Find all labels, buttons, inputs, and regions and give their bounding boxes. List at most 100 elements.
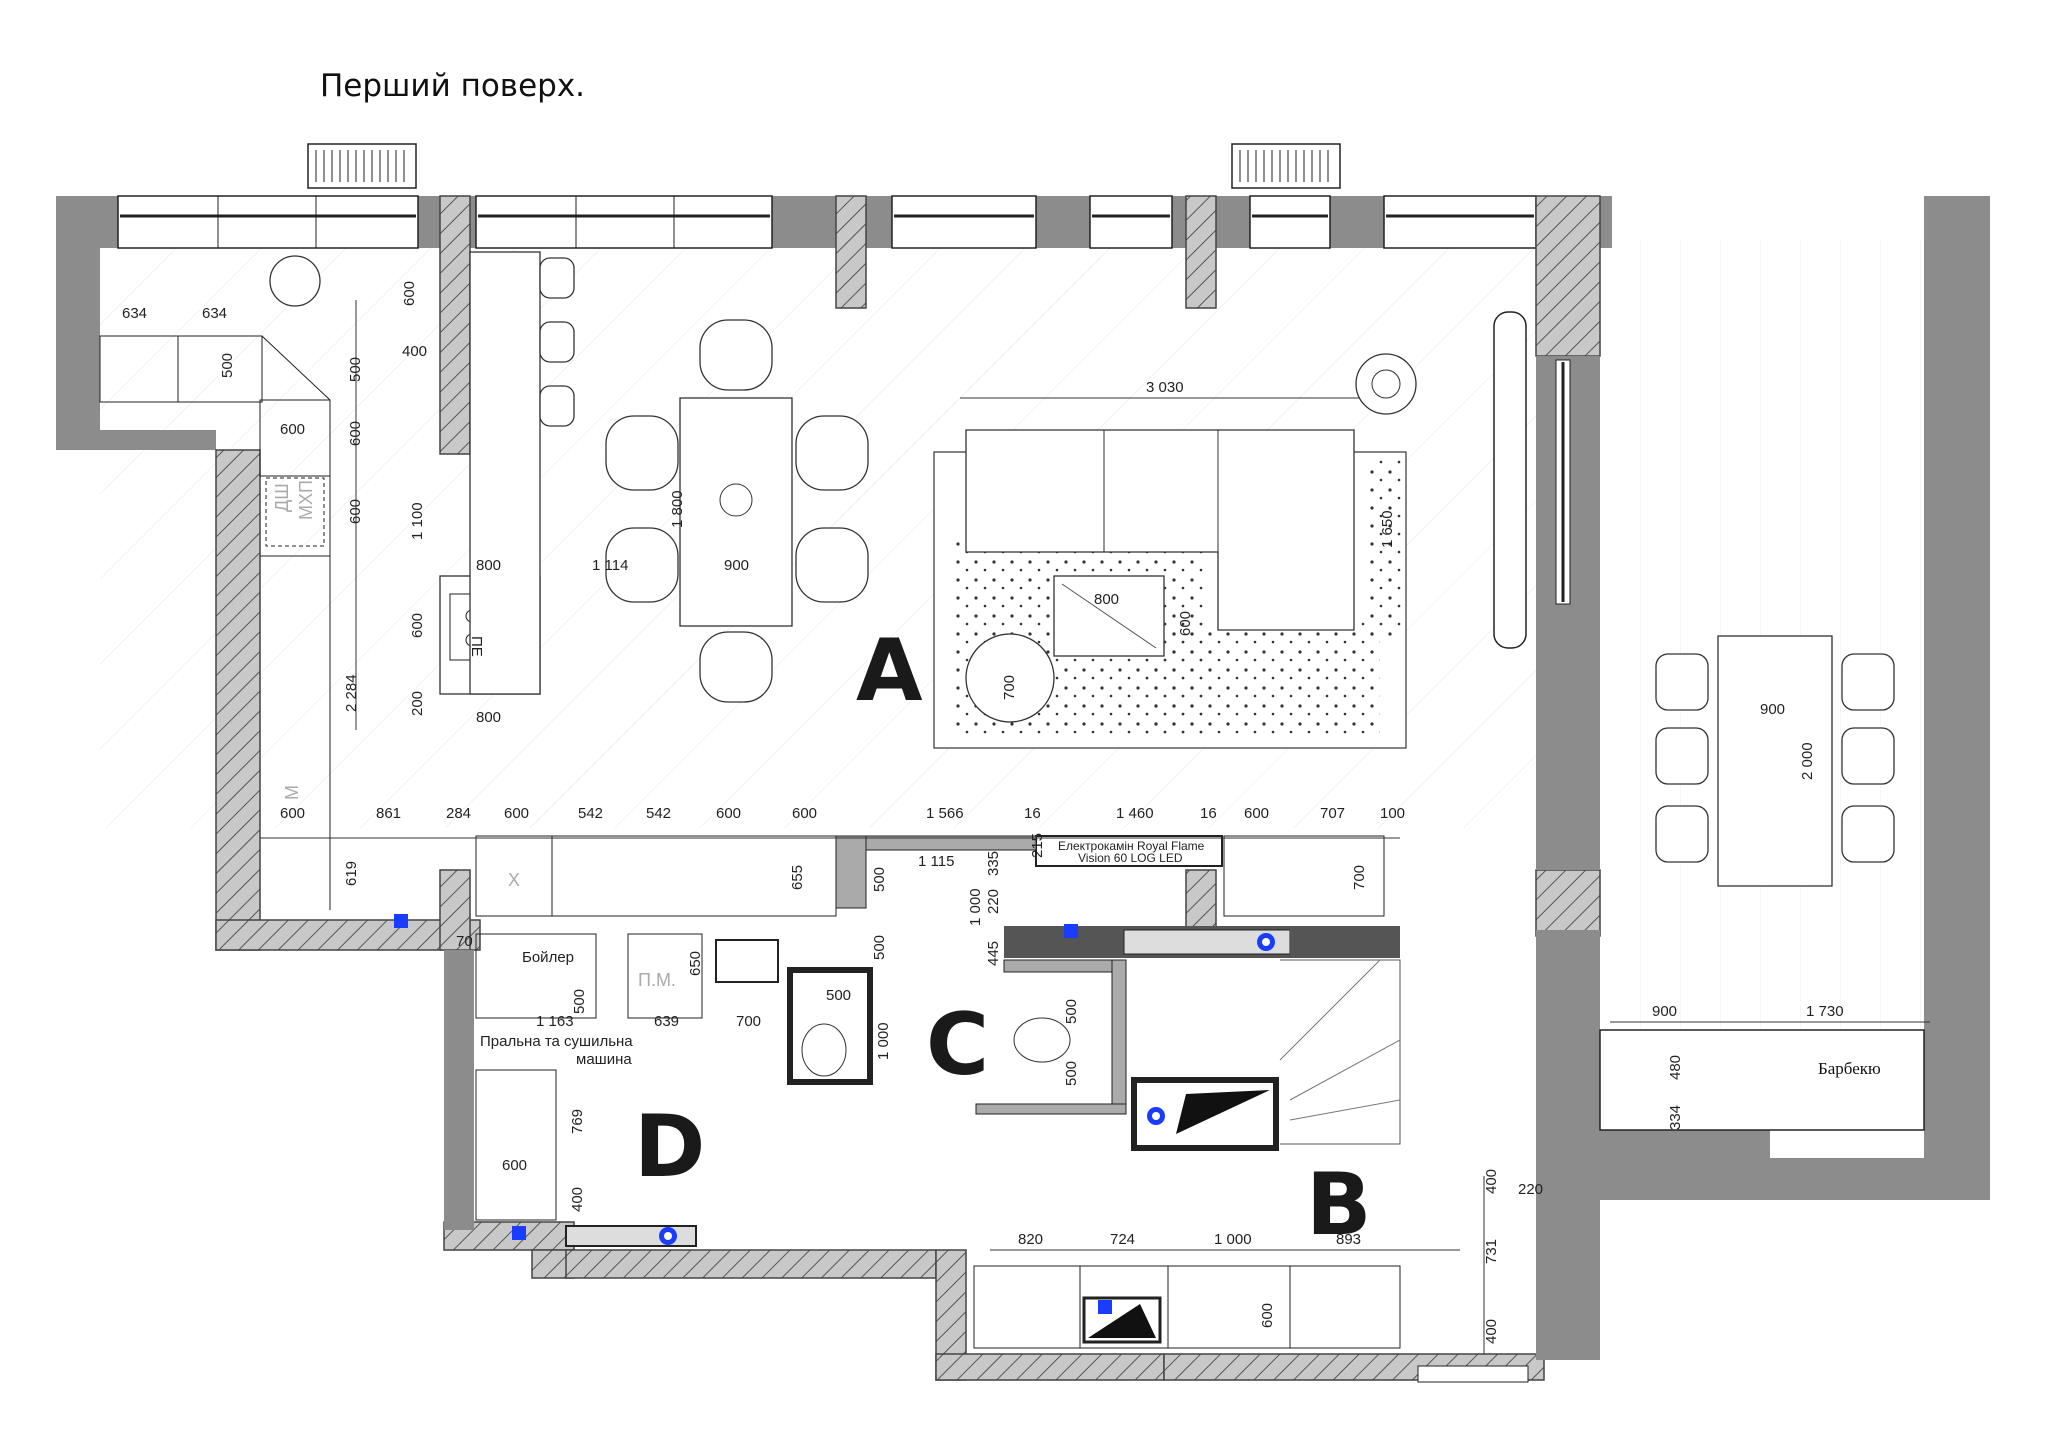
fireplace-label-line1: Електрокамін Royal Flame bbox=[1058, 839, 1205, 853]
dim-label: 600 bbox=[1244, 805, 1269, 822]
dim-label: 731 bbox=[1483, 1239, 1500, 1264]
dim-label: 2 284 bbox=[343, 674, 360, 712]
mkhp-label: МХП bbox=[296, 480, 316, 520]
dim-label: 480 bbox=[1667, 1055, 1684, 1080]
dim-label: 600 bbox=[502, 1157, 527, 1174]
dim-label: 445 bbox=[985, 941, 1002, 966]
fireplace-label-line2: Vision 60 LOG LED bbox=[1078, 851, 1183, 865]
dim-label: 220 bbox=[985, 889, 1002, 914]
dim-label: 400 bbox=[402, 343, 427, 360]
exterior-wall-right bbox=[444, 196, 1990, 1360]
dim-label: 1 000 bbox=[875, 1022, 892, 1060]
dim-label: 619 bbox=[343, 861, 360, 886]
boiler-label: Бойлер bbox=[522, 949, 574, 966]
window-right bbox=[1493, 311, 1571, 649]
dim-label: 335 bbox=[985, 851, 1002, 876]
dim-label: 900 bbox=[1652, 1003, 1677, 1020]
dim-label: 600 bbox=[347, 421, 364, 446]
dim-label: 800 bbox=[476, 557, 501, 574]
dim-label: 600 bbox=[409, 613, 426, 638]
dim-label: 400 bbox=[569, 1187, 586, 1212]
dim-label: 500 bbox=[1063, 1061, 1080, 1086]
bottom-counter bbox=[973, 1265, 1529, 1383]
socket-icon bbox=[394, 914, 1275, 1314]
dim-label: 500 bbox=[826, 987, 851, 1004]
dim-label: 1 566 bbox=[926, 805, 964, 822]
dim-label: 600 bbox=[1177, 611, 1194, 636]
room-label-d: D bbox=[634, 1097, 705, 1197]
dim-label: 700 bbox=[1001, 675, 1018, 700]
stairs bbox=[1131, 959, 1401, 1151]
dim-label: 500 bbox=[871, 867, 888, 892]
dim-label: 70 bbox=[456, 933, 473, 950]
window-row bbox=[117, 143, 1537, 249]
dim-label: 639 bbox=[654, 1013, 679, 1030]
dim-label: 500 bbox=[1063, 999, 1080, 1024]
dim-label: 600 bbox=[792, 805, 817, 822]
dim-label: 1 460 bbox=[1116, 805, 1154, 822]
middle-counter bbox=[475, 835, 1400, 958]
dim-label: 600 bbox=[1259, 1303, 1276, 1328]
room-label-b: B bbox=[1306, 1155, 1372, 1255]
laundry-label-line1: Пральна та сушильна bbox=[480, 1033, 633, 1050]
bbq-label: Барбекю bbox=[1818, 1059, 1881, 1078]
laundry-label-line2: машина bbox=[576, 1051, 632, 1068]
dim-label: 1 163 bbox=[536, 1013, 574, 1030]
dim-label: 1 114 bbox=[592, 557, 628, 574]
dim-label: 400 bbox=[1483, 1169, 1500, 1194]
dim-label: 655 bbox=[789, 865, 806, 890]
dim-label: 220 bbox=[1518, 1181, 1543, 1198]
dim-label: 284 bbox=[446, 805, 471, 822]
dsh-label: ДШ bbox=[272, 483, 292, 512]
living-area bbox=[933, 353, 1417, 749]
dim-label: 700 bbox=[736, 1013, 761, 1030]
dim-label: 3 030 bbox=[1146, 379, 1184, 396]
dim-label: 1 730 bbox=[1806, 1003, 1844, 1020]
x-label: X bbox=[508, 870, 520, 890]
dim-label: 861 bbox=[376, 805, 401, 822]
dim-label: 334 bbox=[1667, 1105, 1684, 1130]
dining-table bbox=[605, 319, 869, 703]
dim-label: 16 bbox=[1024, 805, 1041, 822]
dim-label: 800 bbox=[1094, 591, 1119, 608]
dim-label: 900 bbox=[724, 557, 749, 574]
dim-label: 600 bbox=[280, 421, 305, 438]
dimension-lines bbox=[260, 300, 1930, 1354]
dim-label: 2 000 bbox=[1799, 742, 1816, 780]
dim-label: 1 100 bbox=[409, 502, 426, 540]
dim-label: 650 bbox=[687, 951, 704, 976]
dim-label: 500 bbox=[347, 357, 364, 382]
dim-label: 634 bbox=[122, 305, 147, 322]
dim-label: 600 bbox=[347, 499, 364, 524]
m-label: М bbox=[282, 785, 302, 800]
dim-label: 900 bbox=[1760, 701, 1785, 718]
room-label-a: A bbox=[856, 621, 923, 721]
floor-title: Перший поверх. bbox=[320, 68, 586, 104]
terrace-table bbox=[1655, 635, 1895, 887]
bathroom-c-walls bbox=[787, 835, 1127, 1115]
dim-label: 600 bbox=[401, 281, 418, 306]
dim-label: 700 bbox=[1351, 865, 1368, 890]
dim-label: 600 bbox=[716, 805, 741, 822]
dim-label: 707 bbox=[1320, 805, 1345, 822]
room-label-c: C bbox=[926, 995, 989, 1095]
kitchen-island bbox=[469, 251, 575, 695]
dim-label: 200 bbox=[409, 691, 426, 716]
dim-label: 800 bbox=[476, 709, 501, 726]
dim-label: 769 bbox=[569, 1109, 586, 1134]
dim-label: 542 bbox=[578, 805, 603, 822]
dim-label: 542 bbox=[646, 805, 671, 822]
dim-label: 634 bbox=[202, 305, 227, 322]
dim-label: 500 bbox=[219, 353, 236, 378]
dim-label: 893 bbox=[1336, 1231, 1361, 1248]
dim-label: 500 bbox=[571, 989, 588, 1014]
dim-label: 400 bbox=[1483, 1319, 1500, 1344]
dim-label: 1 800 bbox=[669, 490, 686, 528]
dim-label: 1 115 bbox=[918, 853, 954, 870]
laundry-d bbox=[475, 933, 779, 1247]
dim-label: 600 bbox=[504, 805, 529, 822]
dim-label: 724 bbox=[1110, 1231, 1135, 1248]
dim-label: 1 650 bbox=[1379, 510, 1396, 548]
pm-label: П.М. bbox=[638, 970, 676, 990]
